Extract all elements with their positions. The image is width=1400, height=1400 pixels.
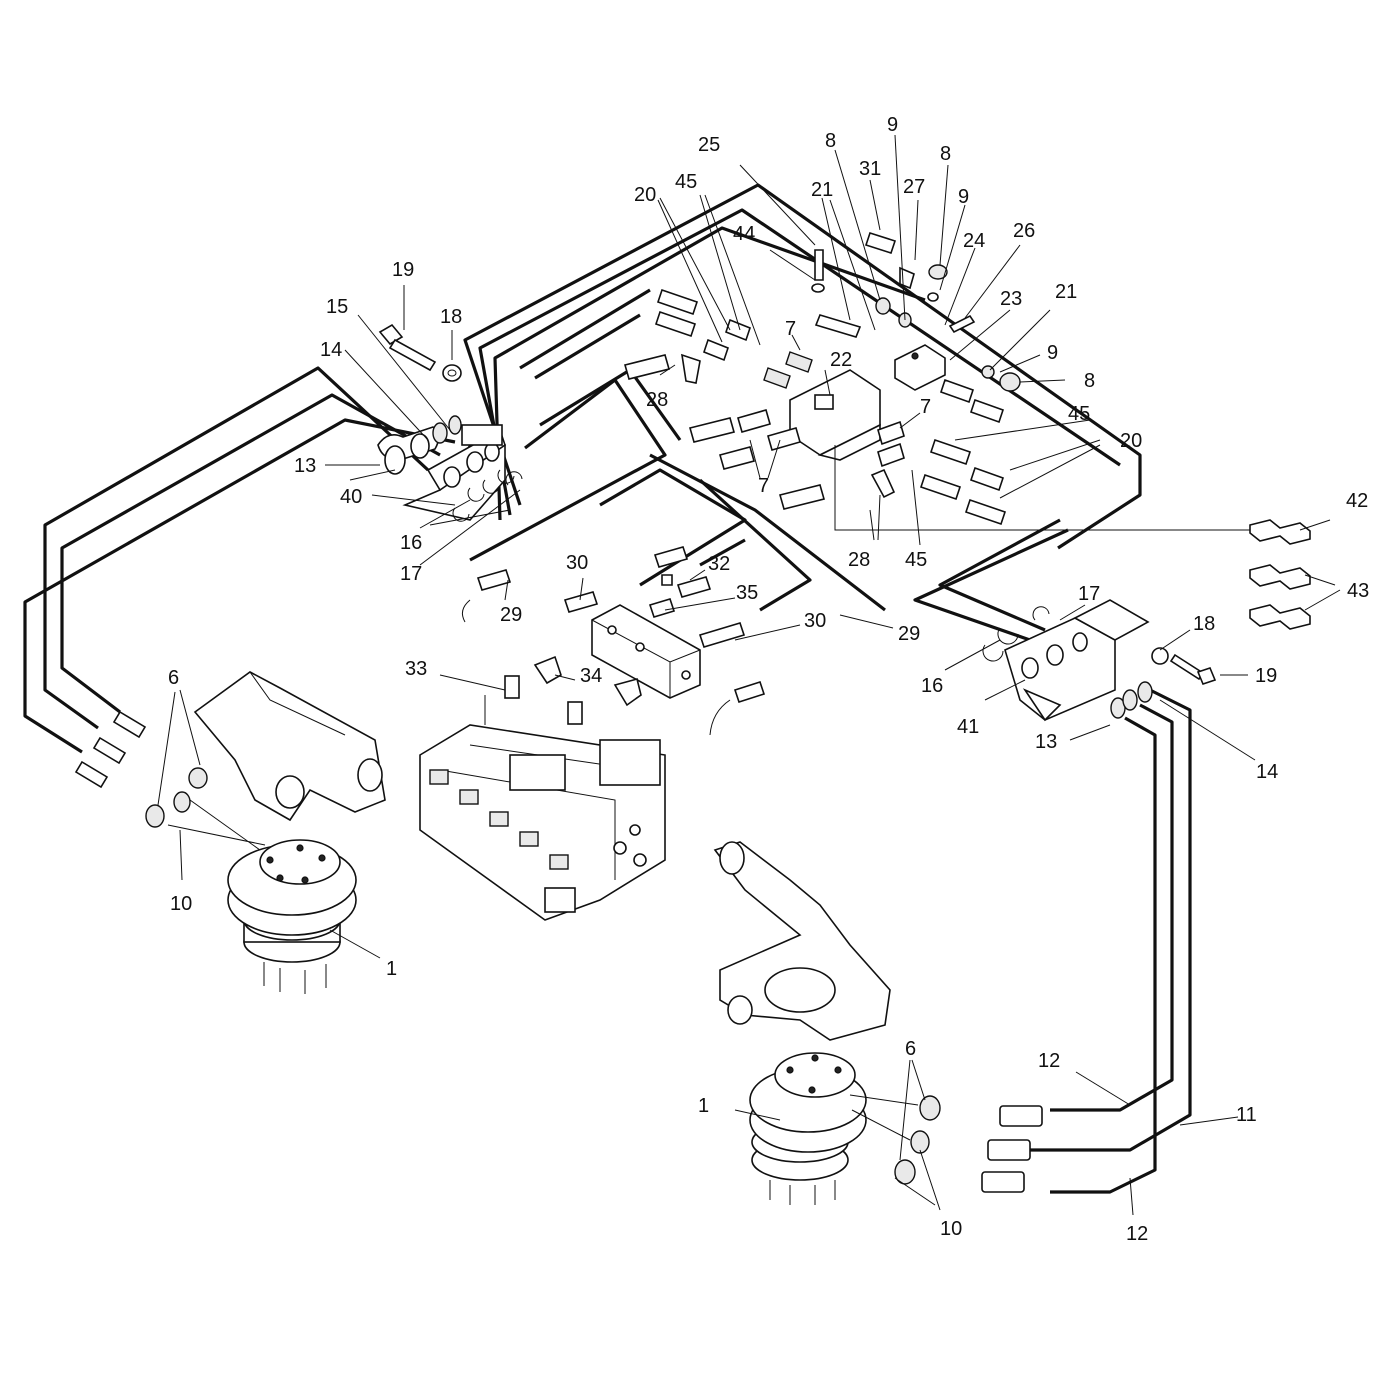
callout-8: 8 bbox=[940, 143, 951, 165]
right-drive-motor bbox=[749, 1052, 867, 1205]
left-swing-bracket bbox=[193, 671, 386, 822]
callout-6: 6 bbox=[168, 667, 179, 689]
callout-28: 28 bbox=[848, 549, 870, 571]
callout-22: 22 bbox=[830, 349, 852, 371]
callout-26: 26 bbox=[1013, 220, 1035, 242]
callout-29: 29 bbox=[500, 604, 522, 626]
callout-12: 12 bbox=[1038, 1050, 1060, 1072]
callout-35: 35 bbox=[736, 582, 758, 604]
callout-27: 27 bbox=[903, 176, 925, 198]
callout-41: 41 bbox=[957, 716, 979, 738]
callout-33: 33 bbox=[405, 658, 427, 680]
callout-16: 16 bbox=[921, 675, 943, 697]
callout-34: 34 bbox=[580, 665, 602, 687]
callout-32: 32 bbox=[708, 553, 730, 575]
callout-8: 8 bbox=[825, 130, 836, 152]
callout-21: 21 bbox=[811, 179, 833, 201]
callout-9: 9 bbox=[887, 114, 898, 136]
callout-25: 25 bbox=[698, 134, 720, 156]
callout-28: 28 bbox=[646, 389, 668, 411]
callout-7: 7 bbox=[758, 475, 769, 497]
callout-6: 6 bbox=[905, 1038, 916, 1060]
callout-45: 45 bbox=[905, 549, 927, 571]
callout-45: 45 bbox=[675, 171, 697, 193]
callout-9: 9 bbox=[958, 186, 969, 208]
callout-13: 13 bbox=[1035, 731, 1057, 753]
callout-30: 30 bbox=[804, 610, 826, 632]
callout-13: 13 bbox=[294, 455, 316, 477]
callout-14: 14 bbox=[320, 339, 342, 361]
callout-7: 7 bbox=[920, 396, 931, 418]
callout-17: 17 bbox=[400, 563, 422, 585]
callout-1: 1 bbox=[386, 958, 397, 980]
right-swing-bracket bbox=[713, 841, 891, 1041]
callout-44: 44 bbox=[733, 223, 755, 245]
callout-17: 17 bbox=[1078, 583, 1100, 605]
left-bulkhead-plate bbox=[377, 415, 523, 522]
callout-9: 9 bbox=[1047, 342, 1058, 364]
left-drive-motor bbox=[227, 839, 357, 994]
callout-labels: 1 1 6 6 7 7 7 8 8 8 9 9 9 10 10 11 12 12… bbox=[168, 114, 1369, 1245]
callout-20: 20 bbox=[634, 184, 656, 206]
right-bulkhead-plate bbox=[982, 599, 1217, 722]
callout-18: 18 bbox=[440, 306, 462, 328]
hose-routes bbox=[23, 183, 1192, 1194]
callout-18: 18 bbox=[1193, 613, 1215, 635]
callout-40: 40 bbox=[340, 486, 362, 508]
callout-15: 15 bbox=[326, 296, 348, 318]
bolt-19-left bbox=[378, 323, 462, 382]
callout-10: 10 bbox=[940, 1218, 962, 1240]
callout-23: 23 bbox=[1000, 288, 1022, 310]
callout-21: 21 bbox=[1055, 281, 1077, 303]
central-valve-block bbox=[789, 344, 946, 461]
leader-lines bbox=[157, 134, 1341, 1216]
callout-19: 19 bbox=[1255, 665, 1277, 687]
callout-8: 8 bbox=[1084, 370, 1095, 392]
callout-11: 11 bbox=[1236, 1104, 1257, 1126]
control-valve-bank bbox=[419, 675, 666, 921]
callout-31: 31 bbox=[859, 158, 881, 180]
callout-20: 20 bbox=[1120, 430, 1142, 452]
callout-16: 16 bbox=[400, 532, 422, 554]
callout-19: 19 bbox=[392, 259, 414, 281]
callout-7: 7 bbox=[785, 318, 796, 340]
callout-1: 1 bbox=[698, 1095, 709, 1117]
fittings bbox=[74, 231, 1311, 1193]
callout-24: 24 bbox=[963, 230, 985, 252]
callout-14: 14 bbox=[1256, 761, 1278, 783]
callout-30: 30 bbox=[566, 552, 588, 574]
callout-45: 45 bbox=[1068, 403, 1090, 425]
callout-10: 10 bbox=[170, 893, 192, 915]
callout-12: 12 bbox=[1126, 1223, 1148, 1245]
callout-43: 43 bbox=[1347, 580, 1369, 602]
distribution-block bbox=[591, 604, 701, 699]
callout-29: 29 bbox=[898, 623, 920, 645]
callout-42: 42 bbox=[1346, 490, 1368, 512]
